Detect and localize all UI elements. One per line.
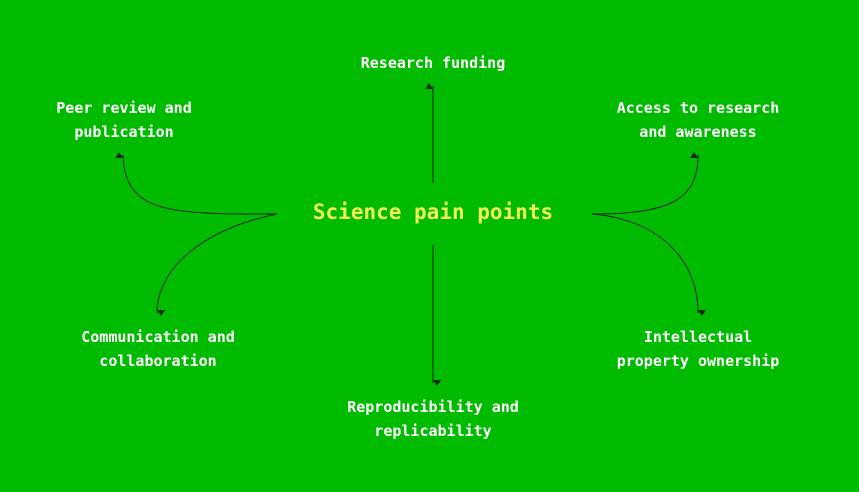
node-label: Intellectual [643,328,753,346]
node-reproducibility: Reproducibility and replicability [347,395,519,443]
node-access: Access to research and awareness [617,96,780,144]
node-label: collaboration [99,352,217,370]
node-label: Research funding [360,54,506,72]
node-label: replicability [374,422,492,440]
node-label: Peer review and [56,99,192,117]
node-research-funding: Research funding [361,51,506,75]
edge-comm [156,213,278,317]
node-ip-ownership: Intellectual property ownership [617,325,780,373]
node-label: Access to research [616,99,780,117]
node-communication: Communication and collaboration [81,325,235,373]
central-topic: Science pain points [312,200,554,224]
edge-peer [115,152,278,215]
edge-access [591,151,699,215]
node-label: and awareness [639,123,757,141]
node-label: publication [74,123,174,141]
node-label: property ownership [616,352,780,370]
node-label: Communication and [81,328,235,346]
edge-ip [591,213,706,316]
node-peer-review: Peer review and publication [56,96,191,144]
node-label: Reproducibility and [347,398,519,416]
